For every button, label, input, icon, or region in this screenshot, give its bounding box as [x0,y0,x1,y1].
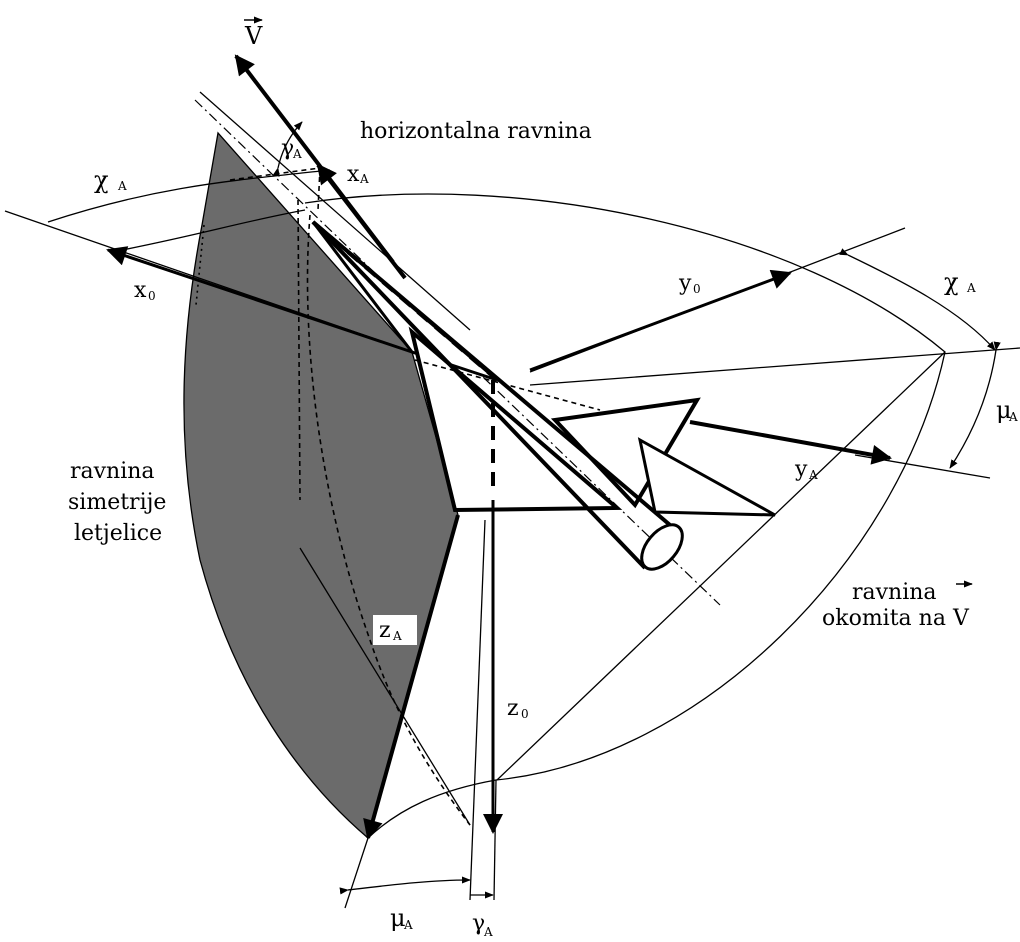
mu-a-bottom-label: μ A [390,904,413,932]
xa-label: x A [347,162,369,187]
x0-label: x 0 [134,278,156,303]
horizontal-plane-label: horizontalna ravnina [360,119,592,144]
mu-bottom-left-tick [344,837,369,909]
svg-text:A: A [966,281,976,295]
mu-right-arc [949,341,1001,469]
svg-text:ravnina: ravnina [70,459,155,484]
chi-a-right-label: χ A [944,268,976,296]
svg-text:z: z [379,618,391,643]
gamma-bottom-tick-1 [469,519,486,901]
svg-text:y: y [794,457,808,482]
ya-label: y A [794,457,818,482]
svg-text:A: A [392,629,402,643]
perpendicular-plane-arc [304,193,946,839]
dotted-vertical [195,224,205,306]
perp-horizontal-line [529,347,1020,386]
gamma-bottom-tick-2 [493,779,497,901]
y0-label: y 0 [678,271,701,296]
svg-text:letjelice: letjelice [74,521,162,546]
symmetry-plane-shading [183,131,459,840]
gamma-top-arc [272,121,303,177]
svg-text:A: A [117,179,127,193]
za-label: z A [373,615,417,645]
svg-text:V: V [244,22,263,50]
svg-text:A: A [1008,410,1018,424]
fuselage-nozzle [640,523,684,571]
svg-text:A: A [359,172,369,186]
svg-text:0: 0 [521,707,529,721]
dashed-fuselage [311,220,497,380]
svg-text:A: A [483,925,493,939]
svg-text:χ: χ [944,268,959,296]
chi-a-left-label: χ A [94,166,127,194]
svg-text:okomita na V: okomita na V [822,606,970,631]
y0-axis-arrow [529,269,792,372]
gamma-a-bottom-label: γ A [472,911,493,939]
dashed-v-right [317,167,321,211]
z0-label: z 0 [507,696,529,721]
svg-text:z: z [507,696,519,721]
mu-bottom-arc [339,876,471,895]
symmetry-plane-label: ravnina simetrije letjelice [68,459,166,546]
svg-text:y: y [678,271,692,296]
svg-text:0: 0 [693,282,701,296]
diag-fine-line-2 [299,547,471,826]
v-vector-label: V [244,16,263,50]
yA-extension-line [854,454,991,479]
svg-text:γ: γ [281,136,294,161]
svg-text:A: A [292,147,302,161]
svg-text:A: A [808,468,818,482]
yA-axis-arrow [689,420,892,465]
x0-axis-arrow [106,246,413,354]
mu-a-right-label: μ A [996,396,1018,424]
svg-text:γ: γ [472,911,485,936]
zA-axis-arrow [363,514,460,840]
aircraft-tail-fin [637,437,776,517]
svg-text:μ: μ [390,904,406,932]
perpendicular-plane-label: ravnina okomita na V [822,580,973,631]
svg-text:0: 0 [148,289,156,303]
horizontal-plane-arc-inner [111,209,306,253]
gamma-a-top-label: γ A [281,136,302,161]
dashed-arc [306,214,471,826]
svg-text:x: x [134,278,147,303]
dashed-wing-line [414,359,601,411]
svg-text:ravnina: ravnina [852,580,937,605]
svg-text:χ: χ [94,166,109,194]
svg-text:μ: μ [996,396,1012,424]
diag-fine-line-1 [199,91,471,331]
xA-axis-arrow [316,163,407,280]
svg-text:A: A [403,918,413,932]
svg-text:simetrije: simetrije [68,490,166,515]
chi-right-arc [839,248,996,351]
perp-plane-edge [496,351,946,781]
fuselage-lower [311,220,647,570]
svg-text:x: x [347,162,360,187]
